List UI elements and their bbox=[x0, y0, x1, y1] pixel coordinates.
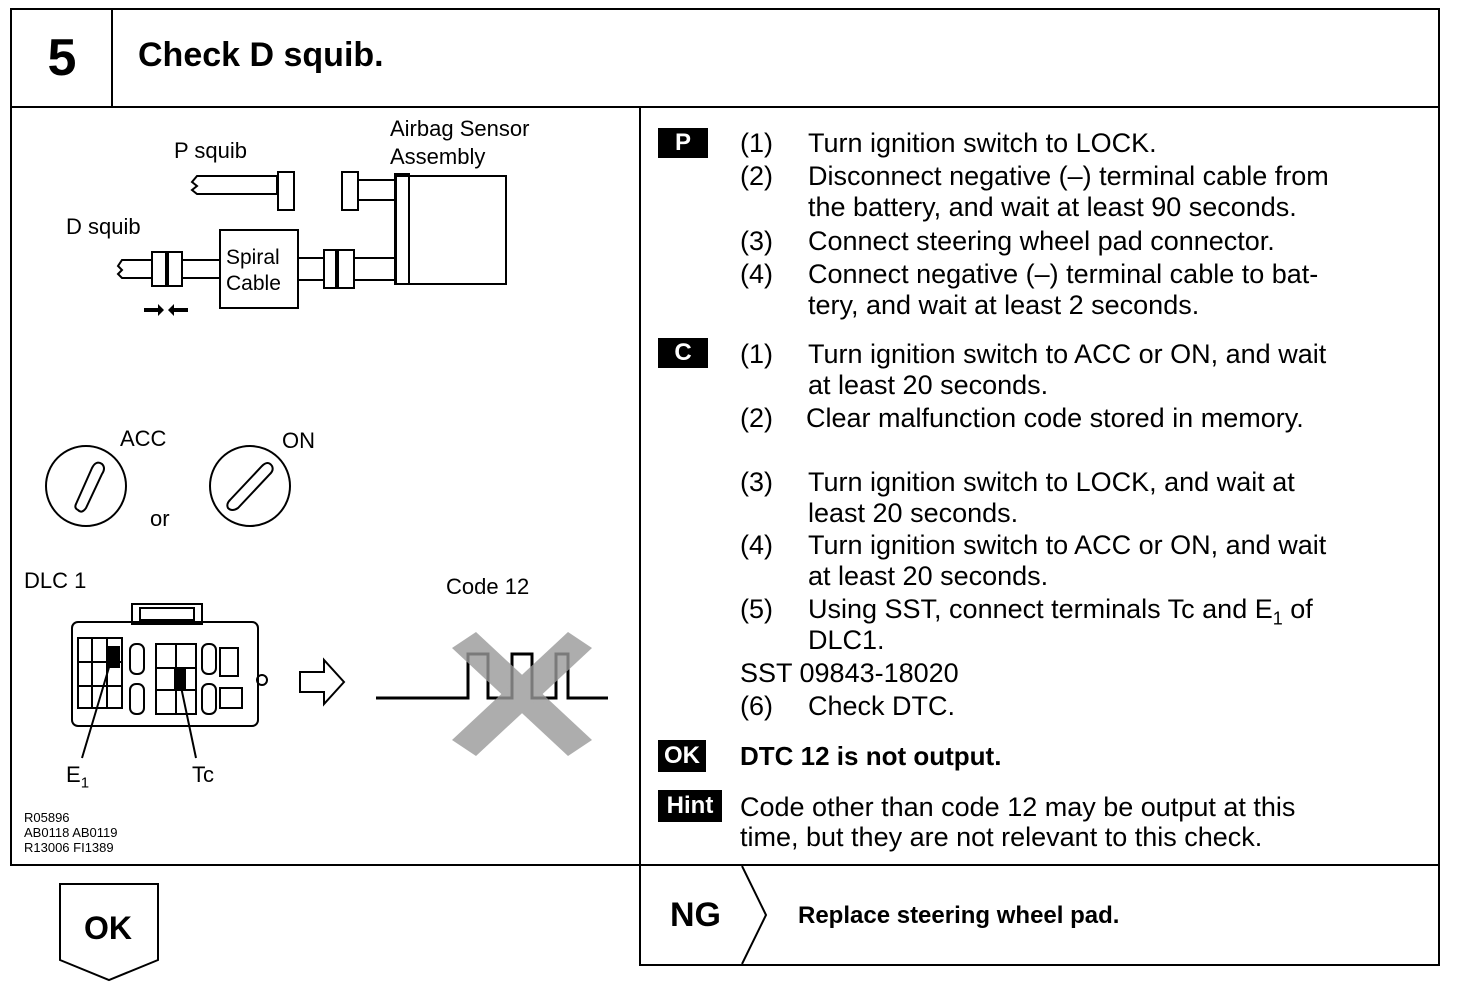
code-label: Code 12 bbox=[446, 574, 530, 599]
step-title: Check D squib. bbox=[138, 36, 384, 74]
p-step-4-line2: tery, and wait at least 2 seconds. bbox=[808, 290, 1200, 320]
c-step-5-line2: DLC1. bbox=[808, 625, 885, 655]
sst-number: SST 09843-18020 bbox=[740, 658, 959, 688]
ng-box-bottom-border bbox=[639, 964, 1440, 966]
ng-label: NG bbox=[670, 896, 721, 934]
body-bottom-border bbox=[10, 864, 1440, 866]
p-step-4-num: (4) bbox=[740, 259, 773, 289]
airbag-sensor-label-line2: Assembly bbox=[390, 144, 486, 169]
p-step-3-num: (3) bbox=[740, 226, 773, 256]
wiring-diagram-svg bbox=[45, 171, 608, 759]
frame-left-border bbox=[10, 8, 12, 866]
sensor-box bbox=[395, 175, 507, 285]
c-step-4-line2: at least 20 seconds. bbox=[808, 561, 1049, 591]
on-label: ON bbox=[282, 428, 315, 453]
c-step-1-line2: at least 20 seconds. bbox=[808, 370, 1049, 400]
p-step-3-text: Connect steering wheel pad connector. bbox=[808, 226, 1275, 256]
c-step-3-num: (3) bbox=[740, 467, 773, 497]
ng-action-text: Replace steering wheel pad. bbox=[798, 902, 1120, 929]
c-step-3-line2: least 20 seconds. bbox=[808, 498, 1019, 528]
header-bottom-border bbox=[10, 106, 1440, 108]
step-number-divider bbox=[111, 8, 113, 108]
ok-result-text: DTC 12 is not output. bbox=[740, 741, 1002, 771]
ng-chevron bbox=[741, 866, 768, 964]
c-badge: C bbox=[658, 338, 708, 368]
cross-out-mark bbox=[452, 632, 592, 756]
c-step-1-num: (1) bbox=[740, 339, 773, 369]
tc-label: Tc bbox=[192, 762, 214, 787]
ok-flow-box bbox=[59, 883, 159, 982]
acc-label: ACC bbox=[120, 426, 167, 451]
hint-line1: Code other than code 12 may be output at… bbox=[740, 792, 1296, 822]
c-step-5-line1: Using SST, connect terminals Tc and E1 o… bbox=[808, 594, 1313, 629]
spiral-cable-label-line1: Spiral bbox=[226, 246, 280, 269]
p-squib-label: P squib bbox=[174, 138, 247, 163]
p-step-1-text: Turn ignition switch to LOCK. bbox=[808, 128, 1157, 158]
hint-line2: time, but they are not relevant to this … bbox=[740, 822, 1263, 852]
ref-code-3: R13006 FI1389 bbox=[24, 840, 114, 855]
c-step-6-num: (6) bbox=[740, 691, 773, 721]
ref-code-2: AB0118 AB0119 bbox=[24, 825, 118, 840]
p-step-1-num: (1) bbox=[740, 128, 773, 158]
p-step-2-line1: Disconnect negative (–) terminal cable f… bbox=[808, 161, 1329, 191]
dlc-label: DLC 1 bbox=[24, 568, 87, 593]
d-squib-label: D squib bbox=[66, 214, 141, 239]
c-step-4-line1: Turn ignition switch to ACC or ON, and w… bbox=[808, 530, 1327, 560]
c-step-1-line1: Turn ignition switch to ACC or ON, and w… bbox=[808, 339, 1327, 369]
or-label: or bbox=[150, 506, 170, 531]
c-step-6-text: Check DTC. bbox=[808, 691, 956, 721]
p-badge: P bbox=[658, 128, 708, 158]
spiral-cable-label-line2: Cable bbox=[226, 272, 281, 295]
p-step-2-line2: the battery, and wait at least 90 second… bbox=[808, 192, 1297, 222]
airbag-sensor-label-line1: Airbag Sensor bbox=[390, 116, 530, 141]
e1-label: E1 bbox=[66, 762, 90, 792]
column-divider bbox=[639, 108, 641, 966]
step-number: 5 bbox=[47, 29, 77, 87]
p-step-2-num: (2) bbox=[740, 161, 773, 191]
c-step-2-num: (2) bbox=[740, 403, 773, 433]
header-top-border bbox=[10, 8, 1440, 10]
c-step-4-num: (4) bbox=[740, 530, 773, 560]
p-step-4-line1: Connect negative (–) terminal cable to b… bbox=[808, 259, 1319, 289]
header-right-border bbox=[1438, 8, 1440, 108]
ref-code-1: R05896 bbox=[24, 810, 70, 825]
c-step-3-line1: Turn ignition switch to LOCK, and wait a… bbox=[808, 467, 1295, 497]
c-step-2-text: Clear malfunction code stored in memory. bbox=[806, 403, 1304, 433]
ok-badge: OK bbox=[658, 740, 706, 772]
ok-flow-label: OK bbox=[84, 910, 132, 946]
c-step-5-num: (5) bbox=[740, 594, 773, 624]
hint-badge: Hint bbox=[658, 790, 722, 822]
frame-right-border bbox=[1438, 108, 1440, 966]
